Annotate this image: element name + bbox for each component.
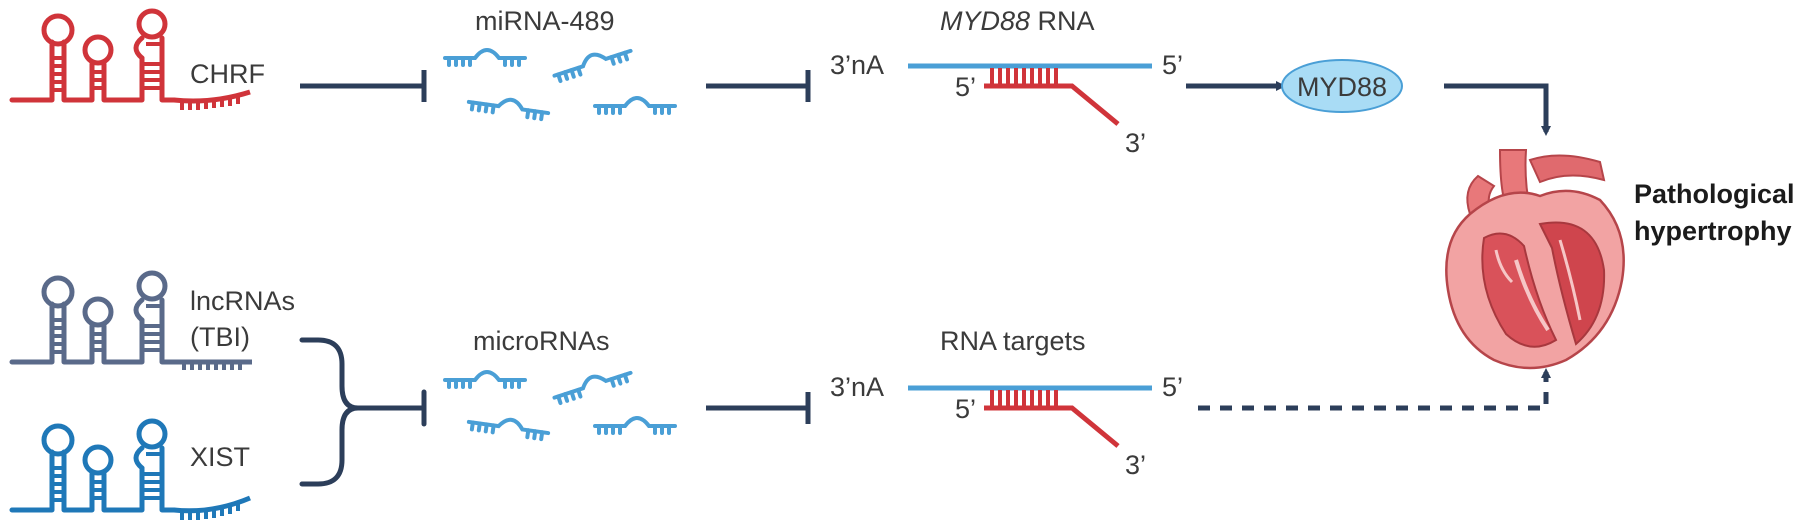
targets-mirna-three-prime: 3’ <box>1125 450 1146 480</box>
myd88-mirna-five-prime: 5’ <box>955 72 976 102</box>
myd88-gene-name: MYD88 <box>940 6 1030 36</box>
myd88-protein-ellipse <box>1281 59 1403 113</box>
rna-targets-label: RNA targets <box>940 326 1086 356</box>
inhibit-arrow-chrf <box>300 70 427 102</box>
mirna-489-label: miRNA-489 <box>475 6 615 36</box>
targets-three-prime-tail: 3’nA <box>830 372 884 402</box>
myd88-protein-label: MYD88 <box>1297 72 1387 102</box>
myd88-rna-suffix: RNA <box>1030 6 1095 36</box>
arrow-to-heart-top <box>1444 83 1551 136</box>
myd88-five-prime-end: 5’ <box>1162 50 1183 80</box>
targets-mirna-duplex-icon <box>984 390 1120 448</box>
lncrnas-label: lncRNAs <box>190 286 295 316</box>
micrornas-cluster-icon <box>443 363 677 442</box>
merge-bracket <box>299 337 427 487</box>
targets-mirna-five-prime: 5’ <box>955 394 976 424</box>
myd88-mirna-three-prime: 3’ <box>1125 128 1146 158</box>
chrf-label: CHRF <box>190 59 265 89</box>
heart-icon <box>1445 149 1625 370</box>
outcome-line-2: hypertrophy <box>1634 216 1792 246</box>
xist-label: XIST <box>190 442 250 472</box>
myd88-rna-title: MYD88 RNA <box>940 6 1095 36</box>
dashed-arrow-to-heart <box>1198 368 1551 411</box>
chrf-hairpin-icon <box>12 11 251 110</box>
outcome-line-1: Pathological <box>1634 179 1795 209</box>
inhibit-arrow-mirna489 <box>706 70 811 102</box>
lncrnas-tbi-hairpin-icon <box>12 273 252 370</box>
micrornas-label: microRNAs <box>473 326 610 356</box>
xist-hairpin-icon <box>12 421 251 520</box>
myd88-three-prime-tail: 3’nA <box>830 50 884 80</box>
myd88-mirna-duplex-icon <box>984 68 1120 126</box>
mirna-489-cluster-icon <box>443 41 677 122</box>
lncrnas-tbi-label: (TBI) <box>190 322 250 352</box>
inhibit-arrow-micrornas <box>706 392 811 424</box>
targets-five-prime-end: 5’ <box>1162 372 1183 402</box>
